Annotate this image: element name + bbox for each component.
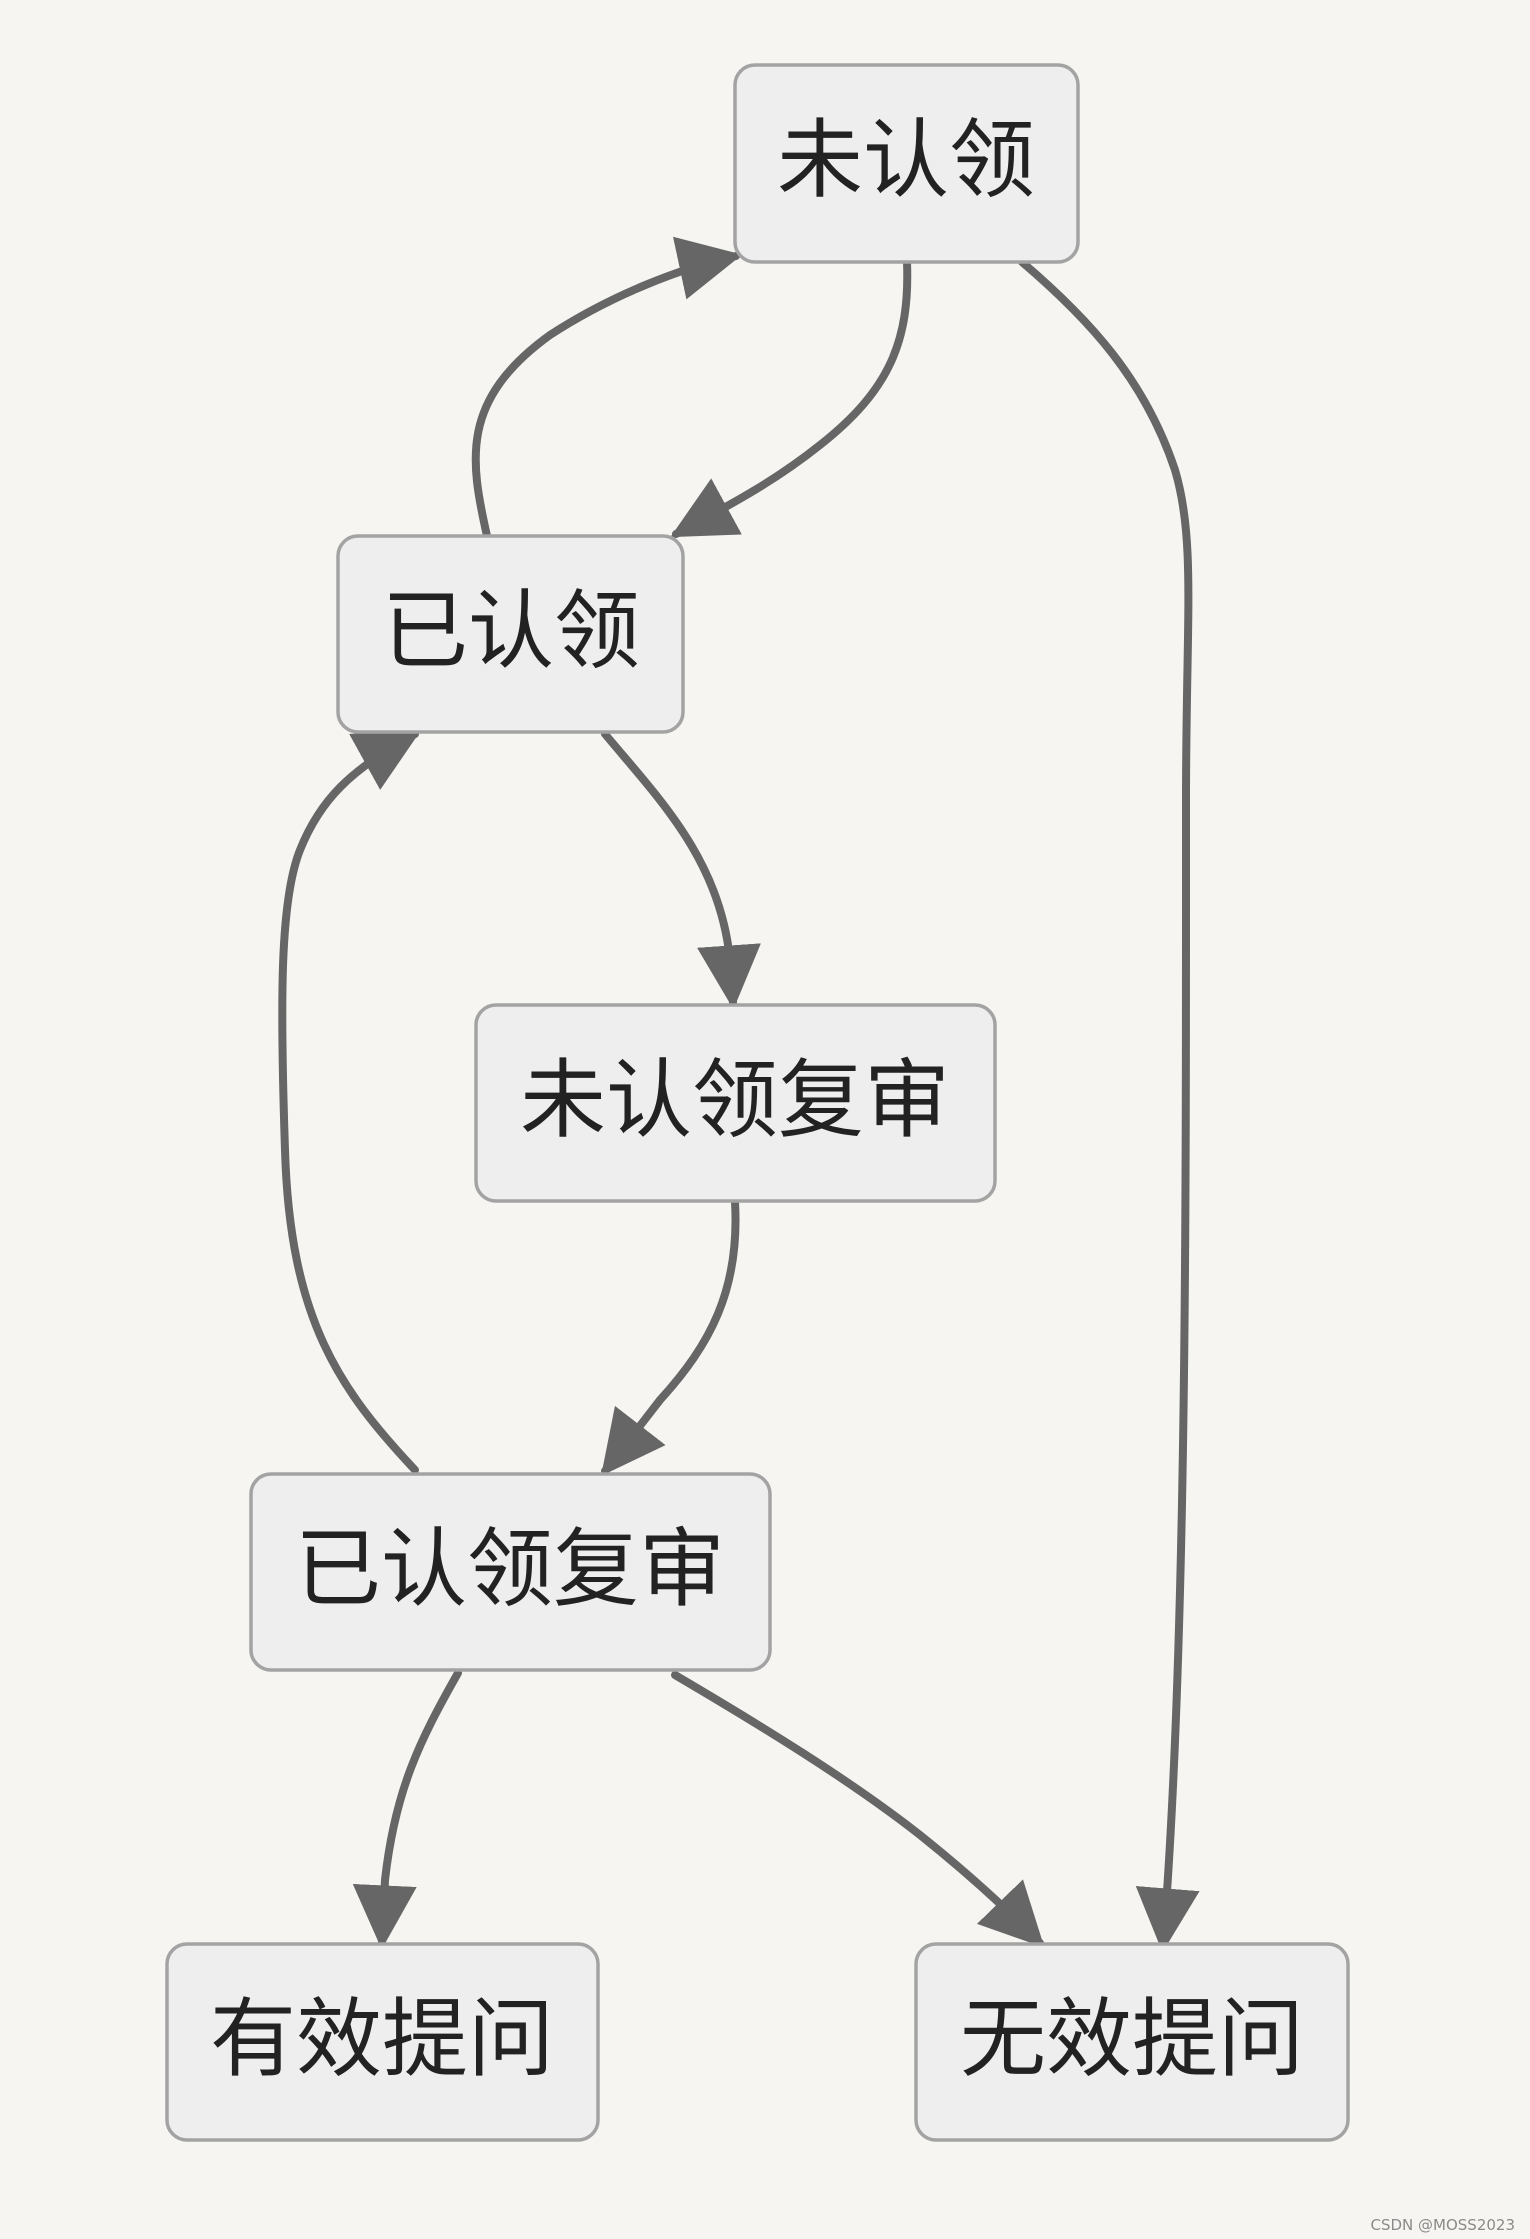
node-valid-question[interactable]: 有效提问 [165,1942,600,2142]
edge-claimed-to-unclaimed [471,236,743,540]
edges [278,236,1200,1953]
edge-claimed-review-to-claimed [278,730,421,1474]
node-label: 未认领 [777,110,1035,210]
edge-claimed-review-to-invalid [671,1671,1045,1948]
node-unclaimed-review[interactable]: 未认领复审 [474,1003,997,1203]
watermark: CSDN @MOSS2023 [1371,2216,1516,2234]
edge-unclaimed-to-claimed [670,258,912,538]
node-label: 有效提问 [210,1989,554,2089]
node-claimed[interactable]: 已认领 [336,534,685,734]
node-label: 已认领 [382,581,640,681]
edge-claimed-review-to-valid [352,1669,462,1950]
node-label: 已认领复审 [295,1519,725,1619]
edge-unclaimed-to-invalid [1018,258,1200,1953]
node-claimed-review[interactable]: 已认领复审 [249,1472,772,1672]
node-label: 未认领复审 [520,1050,950,1150]
edge-unclaimed-review-to-claimed-review [601,1198,740,1477]
node-label: 无效提问 [960,1989,1304,2089]
node-invalid-question[interactable]: 无效提问 [914,1942,1350,2142]
edge-claimed-to-unclaimed-review [601,730,761,1010]
node-unclaimed[interactable]: 未认领 [733,63,1080,264]
